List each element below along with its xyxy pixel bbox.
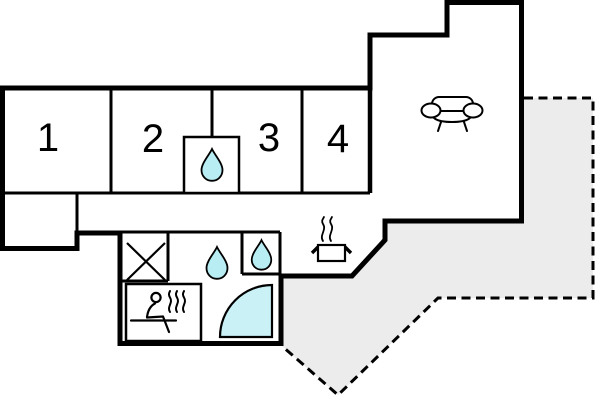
steam-icon	[167, 290, 186, 313]
room-1-label: 1	[37, 116, 59, 160]
house-outline-wall	[0, 0, 524, 346]
bathroom-walls	[120, 230, 282, 283]
water-drop-icon	[250, 237, 273, 271]
sofa-icon	[420, 96, 484, 132]
water-drop-icon	[200, 146, 224, 182]
crossed-box-icon	[126, 242, 166, 281]
terrace-area	[282, 98, 593, 395]
terrace	[281, 96, 595, 398]
cooking-pot-icon	[310, 216, 353, 263]
steam-icon	[320, 216, 334, 242]
sauna-room-box	[124, 282, 203, 343]
room-3-label: 3	[258, 116, 280, 160]
room-4-label: 4	[327, 117, 349, 161]
water-drop-icon	[205, 244, 229, 280]
room-2-label: 2	[142, 117, 164, 161]
corner-shower-icon	[218, 283, 274, 339]
sauna-person-icon	[129, 290, 186, 334]
